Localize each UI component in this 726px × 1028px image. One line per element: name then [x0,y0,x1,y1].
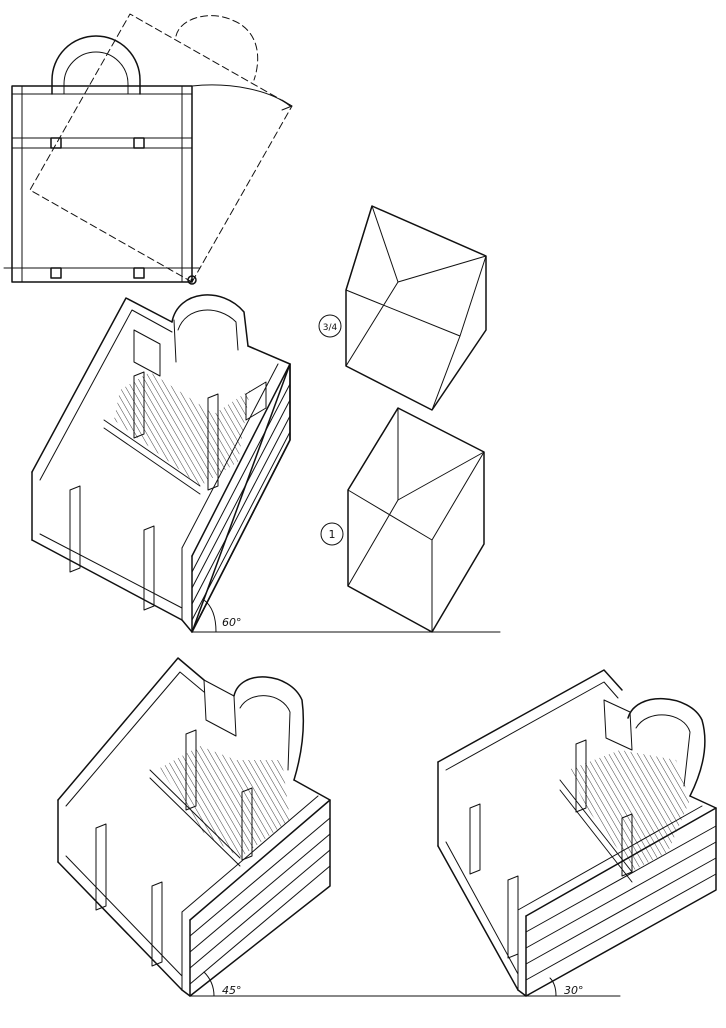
wall-top-left [31,297,173,473]
projection-30: 30° [437,669,717,997]
apse-outer [171,294,249,347]
front-wall-base-inner [39,533,183,609]
beam-lower-45 [149,777,241,867]
beam [103,419,201,487]
plan-column [50,137,62,149]
projection-60: 60° [31,294,501,633]
side-window [245,381,267,421]
front-wall-base-30 [437,845,519,991]
beam-lower-30 [559,789,633,883]
right-wall-outline-45 [181,779,331,997]
cube-1-edge [347,451,485,541]
window-pier-45 [203,679,237,737]
cube-1-hidden-edge [397,451,485,501]
columns [69,371,219,611]
siding-lines-30 [525,825,717,981]
pivot-center [190,278,194,282]
scale-badge-three-quarter [318,314,342,338]
apse-inner-45 [239,695,291,771]
plan-outer-wall [11,85,193,283]
angle-arc-30 [549,977,557,997]
plan-column [50,267,62,279]
angle-label-60: 60° [222,616,242,629]
front-wall-base-inner-30 [445,841,519,975]
wall-top-left-45 [57,657,205,801]
wall-top-left-30 [437,669,623,763]
wall-top-left-inner-30 [445,681,619,771]
columns-45 [95,729,253,967]
cube-34-outline [345,205,487,411]
wall-top-left-inner [39,309,173,481]
cube-34-hidden-edge [371,205,399,283]
cube-34-edge [431,335,461,411]
apse-outer-45 [233,676,305,781]
beam-45 [149,769,241,859]
scale-label-three-quarter: 3/4 [323,323,338,333]
rotation-arrowhead [281,99,293,111]
siding-lines [191,383,291,621]
right-wall-top [191,363,291,557]
angle-label-45: 45° [222,984,242,997]
rotation-arrow [191,84,291,107]
right-wall-outline [181,345,291,633]
angle-arc-60 [203,599,217,633]
scale-label-one: 1 [329,528,336,541]
hatched-floor-45 [160,746,290,858]
cube-34-hidden-edge [397,255,487,283]
plan-rotated-apse [175,15,259,81]
cube-34-edge [345,255,487,337]
right-wall-outline-30 [517,795,717,997]
right-wall-top-45 [189,799,331,921]
cube-1-edge [347,407,399,491]
cube-1-hidden-edge [347,499,399,587]
pivot-point [187,275,197,285]
apse-inner [177,309,239,351]
siding-lines-45 [189,817,331,985]
front-wall-base-45 [57,861,183,991]
front-wall-base [31,539,183,621]
right-wall-top-inner-30 [517,805,703,911]
angle-label-30: 30° [564,984,584,997]
apse-edge [173,319,177,363]
plan-apse-outer [51,35,141,95]
cube-34-edge [345,205,373,291]
cube-one: 1 [320,407,485,633]
angle-arc-45 [203,971,215,997]
floor-plan [3,13,293,285]
wall-top-left-inner-45 [65,671,205,807]
plan-column [133,267,145,279]
scale-badge-one [320,522,344,546]
right-wall-top-inner-45 [181,795,319,913]
cube-1-outline [347,407,485,633]
beam-lower [103,427,201,495]
beam-30 [559,779,633,873]
window-pier [133,329,161,377]
apse-outer-30 [627,697,706,797]
hatched-floor [114,372,250,486]
cube-34-hidden-edge [345,281,399,367]
plan-apse-inner [63,51,129,95]
front-wall-base-inner-45 [65,855,183,977]
apse-inner-30 [635,714,691,787]
columns-30 [469,739,633,959]
plan-rotated-outline [29,13,293,283]
window-pier-30 [603,699,633,751]
cube-three-quarter: 3/4 [318,205,487,411]
plan-column [133,137,145,149]
projection-45: 45° [57,657,561,997]
right-wall-top-30 [525,807,717,917]
